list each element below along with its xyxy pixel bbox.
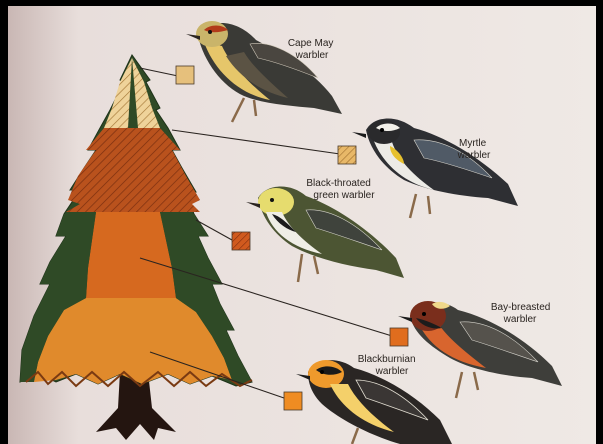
label-myrtle-line1: Myrtle [459,138,487,149]
label-cape-may-line1: Cape May [288,38,334,49]
label-blackburnian-line1: Blackburnian [358,354,416,365]
zone-box-bay-breasted [390,328,408,346]
label-black-throated-green: Black-throated green warbler [306,178,375,201]
label-myrtle-line2: warbler [457,150,491,161]
tree-zone-middle [86,212,176,298]
label-cape-may-line2: warbler [295,50,329,61]
label-bay-breasted-line2: warbler [503,314,537,325]
zone-box-blackburnian [284,392,302,410]
zone-box-cape-may [176,66,194,84]
label-black-throated-green-line1: Black-throated [306,178,370,189]
zone-box-black-throated-green [232,232,250,250]
zone-box-myrtle [338,146,356,164]
label-bay-breasted-line1: Bay-breasted [491,302,550,313]
label-myrtle: Myrtle warbler [457,138,491,161]
label-blackburnian-line2: warbler [375,366,409,377]
label-black-throated-green-line2: green warbler [313,190,375,201]
